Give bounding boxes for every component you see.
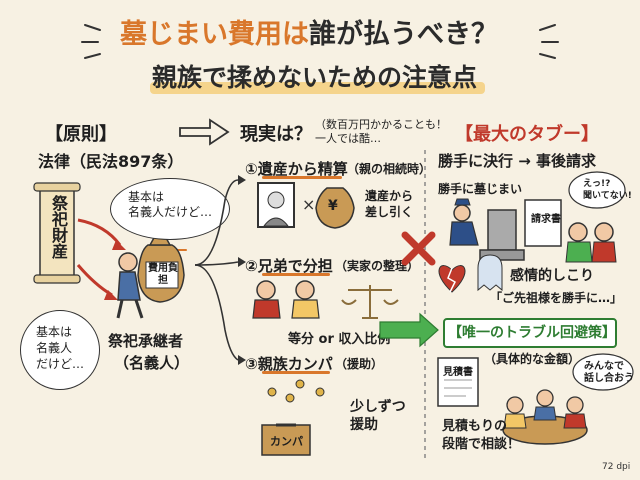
svg-text:×: ×: [302, 195, 315, 214]
title-part2: 誰が払うべき？: [309, 19, 498, 50]
reality-item2-sub: （実家の整理）: [335, 259, 420, 273]
reality-item3-sub: （援助）: [335, 357, 384, 371]
item3-underline: [262, 371, 330, 374]
scroll-text: 祭祀財産: [49, 195, 68, 259]
bubble-top-text: 基本は 名義人だけど…: [128, 190, 213, 219]
reality-item2-title: ②兄弟で分担: [245, 257, 333, 275]
reality-item1-title: ①遺産から精算: [245, 160, 348, 178]
successor-name: 祭祀承継者: [108, 332, 184, 350]
reality-note: （数百万円かかることも！ 一人では酷…: [315, 118, 447, 145]
item2-rule: 等分 or 収入比例: [288, 332, 391, 347]
reality-header: 現実は？: [240, 124, 312, 145]
taboo-rule-part2: 事後請求: [536, 152, 597, 170]
item1-yen: ¥: [328, 198, 338, 214]
taboo-rule: 勝手に決行 → 事後請求: [438, 152, 597, 170]
principle-law: 法律（民法897条）: [38, 152, 184, 171]
speech-bubble-top: [110, 178, 230, 240]
item1-underline: [262, 176, 342, 179]
item3-box-label: カンパ: [270, 435, 303, 448]
dpi-label: 72 dpi: [602, 462, 631, 472]
solution-estimate-sub: （具体的な金額）: [484, 352, 581, 366]
taboo-doc-label: 請求書: [531, 214, 561, 225]
reality-item1-sub: （親の相続時）: [347, 162, 432, 176]
item1-result: 遺産から 差し引く: [365, 189, 414, 219]
solution-advice-2: 段階で相談！: [442, 437, 521, 452]
page-title: 墓じまい費用は誰が払うべき？: [120, 12, 498, 51]
page-subtitle: 親族で揉めないための注意点: [152, 63, 478, 92]
item3-result: 少しずつ 援助: [350, 399, 406, 433]
solution-header-box: [443, 318, 617, 348]
successor-sub: （名義人）: [114, 354, 190, 372]
taboo-emotion: 感情的しこり: [510, 268, 594, 284]
solution-advice-1: 見積もりの: [442, 419, 508, 434]
bag-label: 費用負担: [148, 263, 178, 286]
principle-header: 【原則】: [45, 124, 117, 145]
item2-underline: [262, 273, 330, 276]
taboo-shout: えっ!? 聞いてない!: [583, 179, 632, 201]
title-part1: 墓じまい費用は: [120, 19, 309, 50]
bubble-left-text: 基本は 名義人 だけど…: [36, 325, 85, 371]
solution-header: 【唯一のトラブル回避策】: [448, 325, 616, 341]
solution-doc-label: 見積書: [443, 367, 473, 378]
taboo-scene-text: 勝手に墓じまい: [438, 182, 523, 196]
taboo-rule-part1: 勝手に決行: [438, 152, 514, 170]
title-highlight: [150, 82, 485, 94]
taboo-quote: 「ご先祖様を勝手に…」: [490, 291, 623, 305]
reality-item3-title: ③親族カンパ: [245, 355, 333, 373]
solution-speech: みんなで 話し合おう: [584, 361, 634, 384]
speech-bubble-left: [20, 310, 100, 390]
taboo-header: 【最大のタブー】: [455, 124, 599, 145]
